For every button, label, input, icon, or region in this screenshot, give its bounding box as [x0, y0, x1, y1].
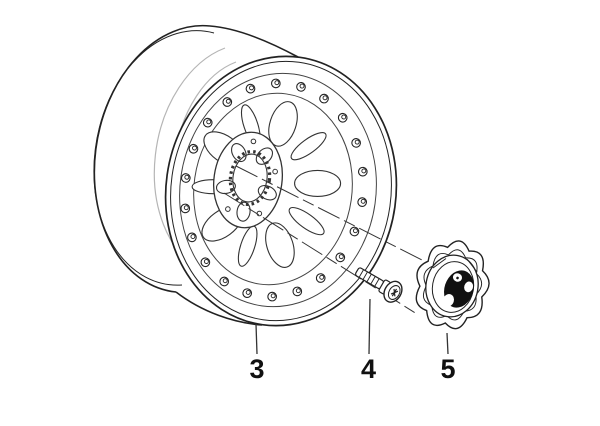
cap-inner-scallop	[422, 249, 483, 321]
part-label-bolt: 4	[361, 354, 376, 384]
hub-assembly	[213, 131, 283, 229]
part-label-wheel: 3	[249, 354, 264, 384]
bolt-torx-mark	[390, 288, 399, 297]
leader-line-part-3	[255, 323, 258, 355]
bolt-threads	[358, 269, 380, 287]
cap-facet-lines	[432, 258, 478, 273]
leader-line-part-5	[446, 332, 449, 355]
bmw-roundel-icon	[442, 270, 474, 308]
center-bore	[228, 150, 272, 206]
leader-lines	[255, 298, 449, 355]
alloy-wheel-drawing	[93, 24, 398, 327]
part-label-hub-cap: 5	[440, 354, 455, 384]
wheel-bolt-drawing	[355, 267, 403, 303]
leader-line-part-4	[368, 298, 371, 355]
hub-cap-drawing	[415, 240, 490, 330]
hub-small-holes	[225, 138, 278, 217]
part-labels: 3 4 5	[249, 354, 455, 384]
rim-back-edge	[93, 24, 299, 326]
lug-holes	[215, 143, 277, 222]
